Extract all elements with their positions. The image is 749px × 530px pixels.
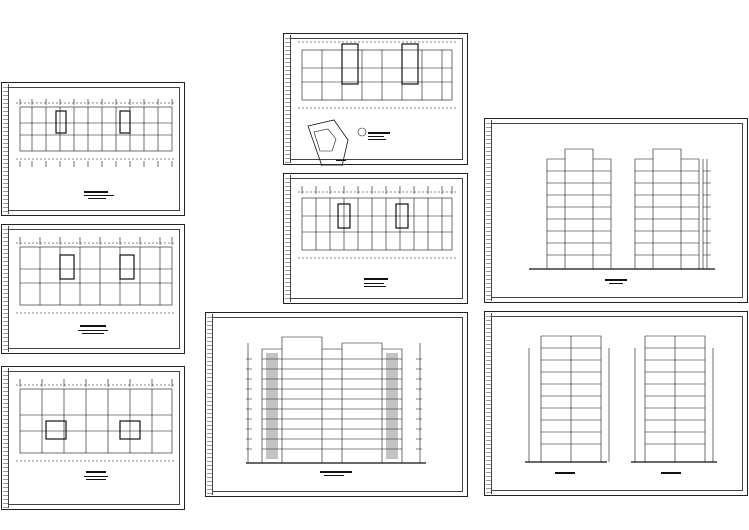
floor-plan-drawing	[16, 379, 176, 480]
floor-plan-drawing	[298, 41, 456, 166]
rear-elevation-sheet	[484, 311, 748, 496]
elevation-drawing	[246, 336, 426, 476]
drawing-frame	[290, 38, 463, 160]
floor-plan-sheet-1	[1, 82, 185, 216]
floor-plan-drawing	[16, 237, 176, 334]
side-elevation-sheet	[484, 118, 748, 303]
front-elevation-sheet	[205, 312, 468, 497]
drawing-frame	[8, 371, 180, 505]
site-and-floor-plan-sheet	[283, 33, 468, 166]
drawing-frame	[8, 229, 180, 349]
floor-plan-sheet-3	[1, 366, 185, 510]
floor-plan-drawing	[16, 99, 176, 199]
elevation-drawing	[525, 335, 717, 474]
floor-plan-sheet-2	[1, 224, 185, 354]
drawing-frame	[290, 178, 463, 299]
elevation-drawing	[529, 148, 715, 284]
drawing-frame	[491, 316, 743, 491]
drawing-frame	[8, 87, 180, 211]
drawing-frame	[212, 317, 463, 492]
floor-plan-drawing	[298, 186, 456, 287]
drawing-frame	[491, 123, 743, 298]
floor-plan-sheet-4	[283, 173, 468, 304]
